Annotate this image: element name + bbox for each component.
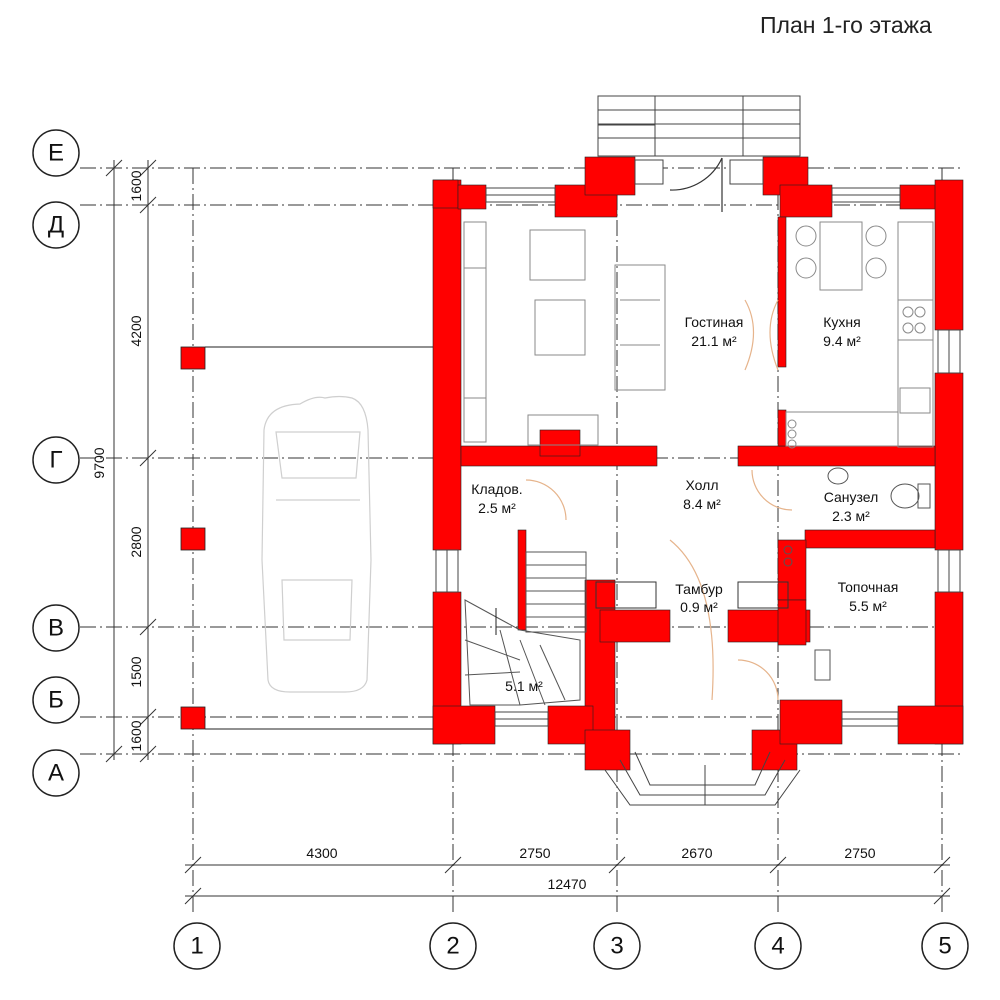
entry-steps-top	[597, 95, 801, 157]
dim-vertical: 1600	[128, 170, 144, 201]
dim-horizontal: 2670	[681, 845, 712, 861]
room-area-vestibule: 0.9 м²	[680, 599, 718, 615]
room-name-bathroom: Санузел	[824, 489, 879, 505]
kitchen-furniture	[785, 221, 934, 449]
dim-vertical-total: 9700	[91, 447, 107, 478]
living-furniture	[463, 221, 666, 446]
dim-vertical: 1500	[128, 656, 144, 687]
dim-vertical: 4200	[128, 315, 144, 346]
room-name-hall: Холл	[686, 477, 719, 493]
room-name-kitchen: Кухня	[823, 314, 860, 330]
windows	[435, 159, 961, 727]
room-name-living: Гостиная	[685, 314, 744, 330]
room-area-kitchen: 9.4 м²	[823, 333, 861, 349]
room-area-stair-hall: 5.1 м²	[505, 678, 543, 694]
room-area-boiler: 5.5 м²	[849, 598, 887, 614]
carport-posts	[180, 346, 206, 730]
plan-title: План 1-го этажа	[760, 12, 932, 38]
dim-vertical: 1600	[128, 720, 144, 751]
dim-horizontal-total: 12470	[548, 876, 587, 892]
axis-label-row: Б	[48, 687, 64, 714]
room-name-vestibule: Тамбур	[675, 581, 723, 597]
room-name-storage: Кладов.	[471, 481, 522, 497]
axis-label-row: Е	[48, 140, 64, 167]
dim-horizontal: 2750	[519, 845, 550, 861]
axis-label-row: А	[48, 760, 64, 787]
interior-stairs	[464, 551, 587, 706]
dim-horizontal: 4300	[306, 845, 337, 861]
axis-label-col: 2	[446, 933, 459, 960]
dimension-lines	[105, 159, 951, 905]
room-name-boiler: Топочная	[838, 579, 899, 595]
room-area-living: 21.1 м²	[691, 333, 737, 349]
dim-horizontal: 2750	[844, 845, 875, 861]
doors	[525, 157, 793, 701]
room-area-storage: 2.5 м²	[478, 500, 516, 516]
axis-label-row: Г	[50, 447, 63, 474]
axis-label-col: 4	[771, 933, 784, 960]
axis-bubbles	[32, 129, 969, 970]
car-outline	[261, 395, 372, 693]
axis-label-col: 5	[938, 933, 951, 960]
bathroom-fixtures	[783, 467, 931, 681]
entry-steps-bottom	[604, 751, 801, 806]
axis-label-col: 1	[190, 933, 203, 960]
walls	[432, 156, 964, 771]
dim-vertical: 2800	[128, 526, 144, 557]
room-area-bathroom: 2.3 м²	[832, 508, 870, 524]
axis-label-row: В	[48, 615, 64, 642]
radiators	[595, 581, 789, 609]
axis-label-col: 3	[610, 933, 623, 960]
axis-label-row: Д	[48, 212, 64, 239]
room-area-hall: 8.4 м²	[683, 496, 721, 512]
